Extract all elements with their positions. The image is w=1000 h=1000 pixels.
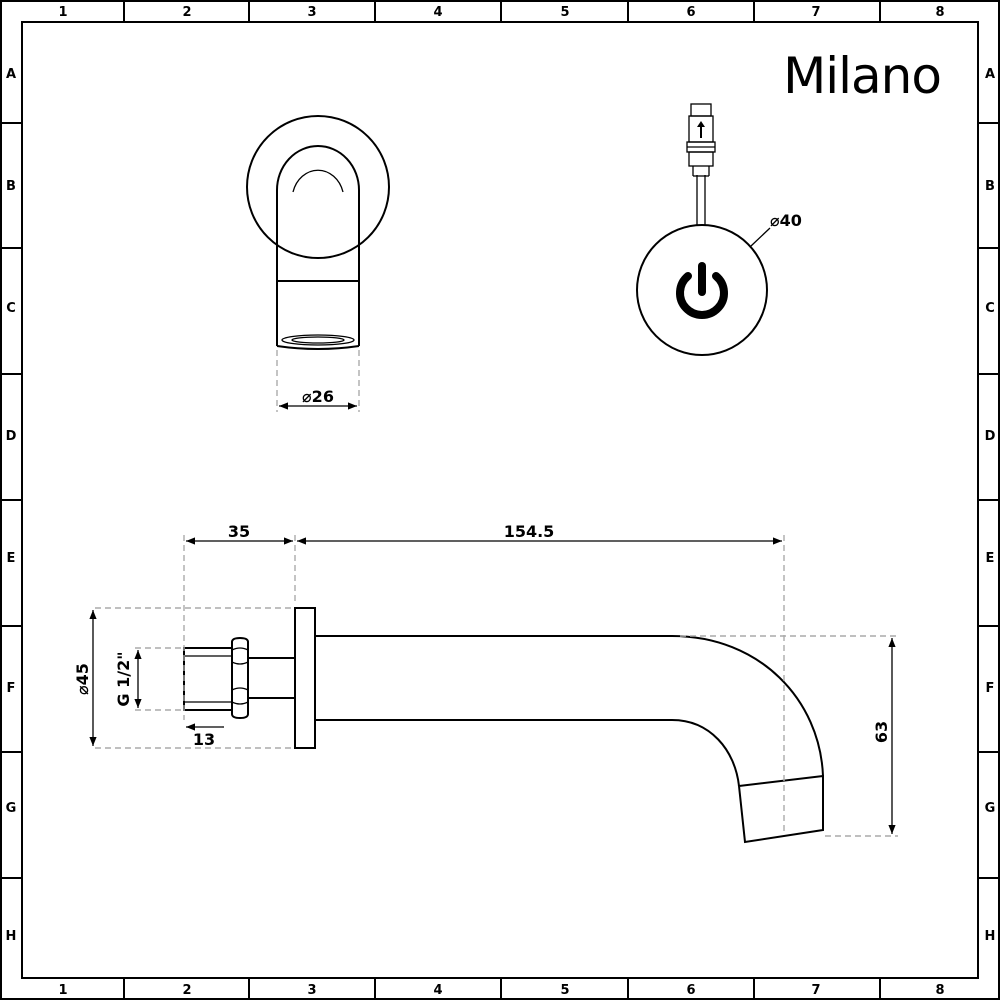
col-label: 1 — [58, 983, 67, 998]
row-label: C — [985, 301, 995, 316]
row-label: H — [6, 929, 17, 944]
spout-front-view: ⌀26 — [246, 115, 390, 412]
sensor-diameter-label: ⌀40 — [770, 211, 802, 230]
row-labels-left: A B C D E F G H — [6, 67, 17, 944]
col-label: 5 — [560, 5, 569, 20]
row-label: D — [6, 429, 17, 444]
power-icon — [676, 262, 728, 319]
row-label: G — [985, 801, 996, 816]
spout-projection-label: 154.5 — [504, 522, 555, 541]
row-label: C — [6, 301, 16, 316]
brand-logo: Milano — [783, 47, 941, 105]
spout-diameter-label: ⌀26 — [302, 387, 334, 406]
col-label: 6 — [686, 983, 695, 998]
hex-nut — [231, 636, 249, 720]
col-label: 6 — [686, 5, 695, 20]
col-label: 8 — [935, 5, 944, 20]
row-label: A — [985, 67, 995, 82]
row-labels-right: A B C D E F G H — [985, 67, 996, 944]
row-label: E — [986, 551, 995, 566]
row-label: D — [985, 429, 996, 444]
spout-side-view: 35 154.5 13 ⌀45 G 1/2" 63 — [73, 522, 898, 844]
row-label: G — [6, 801, 17, 816]
row-label: F — [7, 681, 16, 696]
row-label: H — [985, 929, 996, 944]
thread-size-label: G 1/2" — [114, 651, 133, 706]
backplate-depth-label: 35 — [228, 522, 250, 541]
col-label: 8 — [935, 983, 944, 998]
row-label: A — [6, 67, 16, 82]
column-labels-bottom: 1 2 3 4 5 6 7 8 — [58, 983, 944, 998]
col-label: 1 — [58, 5, 67, 20]
col-label: 4 — [433, 983, 442, 998]
col-label: 3 — [307, 5, 316, 20]
col-label: 5 — [560, 983, 569, 998]
backplate-diameter-label: ⌀45 — [73, 663, 92, 695]
connector-plug-icon — [686, 103, 716, 177]
col-label: 2 — [182, 983, 191, 998]
row-label: B — [985, 179, 995, 194]
column-dividers — [123, 1, 881, 999]
col-label: 7 — [811, 5, 820, 20]
col-label: 7 — [811, 983, 820, 998]
row-dividers — [1, 122, 999, 879]
col-label: 2 — [182, 5, 191, 20]
col-label: 4 — [433, 5, 442, 20]
thread-length-label: 13 — [193, 730, 215, 749]
column-labels-top: 1 2 3 4 5 6 7 8 — [58, 5, 944, 20]
row-label: B — [6, 179, 16, 194]
row-label: F — [986, 681, 995, 696]
spout-height-label: 63 — [872, 721, 891, 743]
sensor-button: ⌀40 — [636, 103, 802, 356]
row-label: E — [7, 551, 16, 566]
col-label: 3 — [307, 983, 316, 998]
